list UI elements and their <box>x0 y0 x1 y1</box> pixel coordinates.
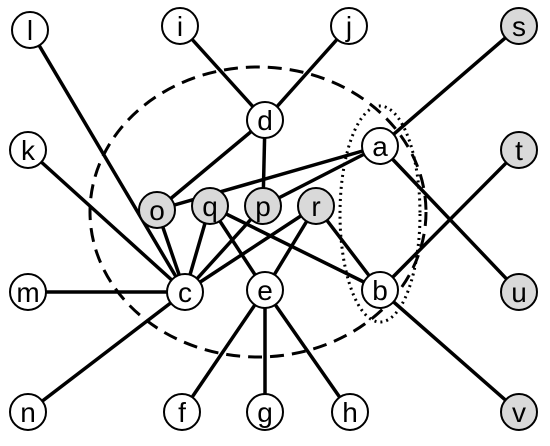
edge-d-o <box>155 118 267 212</box>
node-c-circle <box>166 273 204 311</box>
node-u: u <box>500 273 538 311</box>
node-p: p <box>244 187 282 225</box>
edge-i-d <box>178 24 267 122</box>
edge-q-b <box>209 204 381 292</box>
node-k-circle <box>9 131 47 169</box>
region-layer <box>88 65 428 359</box>
node-n: n <box>9 393 47 431</box>
edge-b-v <box>378 288 521 414</box>
dashed-outer-region <box>88 65 428 359</box>
node-i: i <box>161 7 199 45</box>
node-n-label: n <box>20 397 36 428</box>
node-r-circle <box>297 187 335 225</box>
node-g: g <box>246 393 284 431</box>
edge-k-c <box>26 148 187 294</box>
edge-j-d <box>263 24 351 122</box>
node-j: j <box>330 7 368 45</box>
node-l-label: l <box>27 15 33 46</box>
node-b-label: b <box>372 275 388 306</box>
node-h-circle <box>331 393 369 431</box>
edge-e-h <box>263 288 352 414</box>
node-q-label: q <box>202 191 218 222</box>
node-j-circle <box>330 7 368 45</box>
node-g-label: g <box>257 397 273 428</box>
node-i-circle <box>161 7 199 45</box>
node-k: k <box>9 131 47 169</box>
node-t-circle <box>500 131 538 169</box>
node-o: o <box>138 191 176 229</box>
node-u-label: u <box>511 277 527 308</box>
node-h-label: h <box>342 397 358 428</box>
node-b: b <box>361 271 399 309</box>
node-v-circle <box>500 393 538 431</box>
node-n-circle <box>9 393 47 431</box>
node-t-label: t <box>515 135 523 166</box>
edge-e-f <box>180 289 267 413</box>
node-h: h <box>331 393 369 431</box>
node-m-circle <box>9 273 47 311</box>
edge-l-c <box>28 29 187 293</box>
node-v: v <box>500 393 538 431</box>
edge-n-c <box>26 290 187 414</box>
node-l-circle <box>11 11 49 49</box>
node-b-circle <box>361 271 399 309</box>
node-a-circle <box>361 127 399 165</box>
edge-b-t <box>378 148 521 292</box>
edge-p-c <box>183 204 265 294</box>
node-f: f <box>163 393 201 431</box>
node-k-label: k <box>21 135 36 166</box>
node-f-circle <box>163 393 201 431</box>
node-q: q <box>191 187 229 225</box>
node-d-label: d <box>257 105 273 136</box>
node-m-label: m <box>16 277 39 308</box>
node-e-label: e <box>257 275 273 306</box>
node-d: d <box>246 101 284 139</box>
node-a: a <box>361 127 399 165</box>
node-r: r <box>297 187 335 225</box>
node-e-circle <box>246 271 284 309</box>
node-l: l <box>11 11 49 49</box>
edge-r-c <box>184 204 317 294</box>
node-layer: i j l s d a k t o q p r m c e b u n f g h v <box>9 7 538 431</box>
node-f-label: f <box>178 397 186 428</box>
node-d-circle <box>246 101 284 139</box>
node-a-label: a <box>372 131 388 162</box>
node-m: m <box>9 273 47 311</box>
node-r-label: r <box>311 191 320 222</box>
node-c-label: c <box>178 277 192 308</box>
node-c: c <box>166 273 204 311</box>
node-i-label: i <box>177 11 183 42</box>
node-u-circle <box>500 273 538 311</box>
node-g-circle <box>246 393 284 431</box>
node-t: t <box>500 131 538 169</box>
node-v-label: v <box>512 397 526 428</box>
node-o-circle <box>138 191 176 229</box>
node-p-label: p <box>255 191 271 222</box>
node-j-label: j <box>345 11 352 42</box>
edge-a-s <box>378 24 521 148</box>
node-s-label: s <box>512 11 526 42</box>
node-e: e <box>246 271 284 309</box>
dotted-ab-region <box>338 104 422 324</box>
node-s-circle <box>500 7 538 45</box>
node-o-label: o <box>149 195 165 226</box>
node-s: s <box>500 7 538 45</box>
node-p-circle <box>244 187 282 225</box>
node-q-circle <box>191 187 229 225</box>
edge-p-a <box>262 144 381 208</box>
